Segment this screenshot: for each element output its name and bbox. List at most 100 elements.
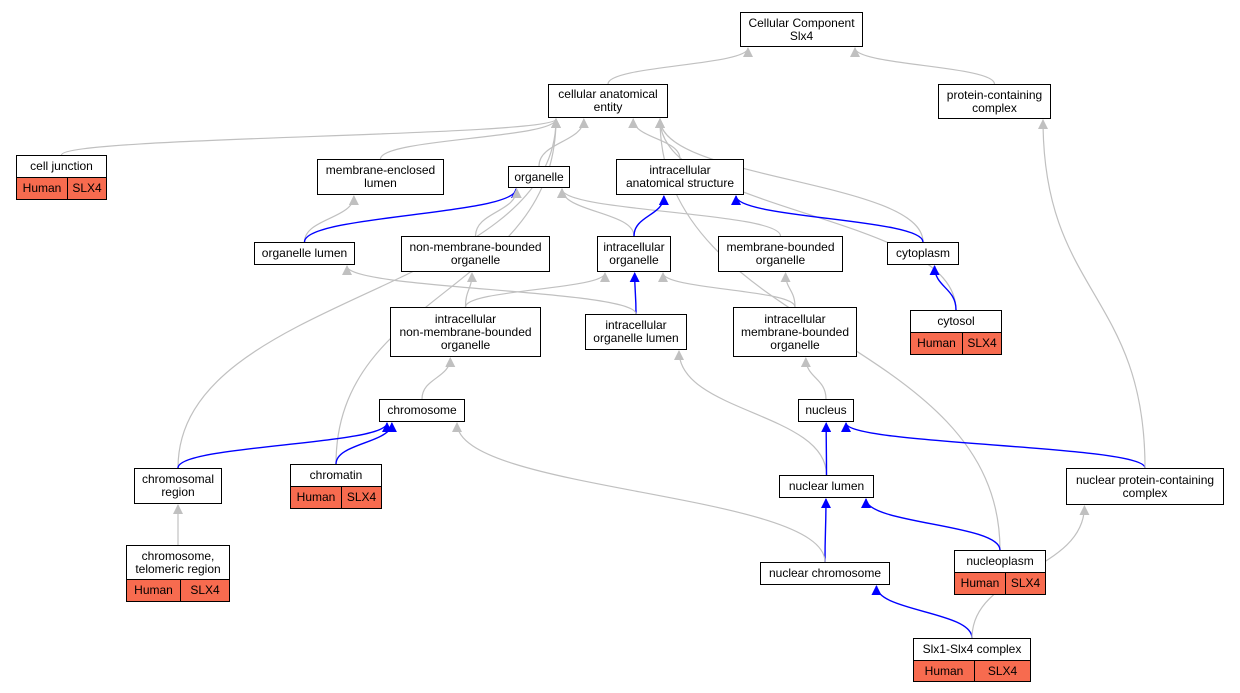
term-label: nucleoplasm xyxy=(955,551,1045,573)
annotation-species-cell: Human xyxy=(127,580,180,601)
term-node-nuc[interactable]: nucleus xyxy=(798,399,854,422)
term-label: Cellular Component Slx4 xyxy=(748,15,855,43)
term-label: intracellular anatomical structure xyxy=(625,163,735,190)
edge-chrreg-to-chr xyxy=(177,422,392,469)
term-label: Slx1-Slx4 complex xyxy=(914,639,1030,661)
edge-ol-to-mel xyxy=(303,195,359,243)
annotation-gene-cell: SLX4 xyxy=(962,333,1001,354)
term-node-io[interactable]: intracellular organelle xyxy=(597,236,671,272)
term-label: membrane-enclosed lumen xyxy=(325,163,436,190)
annotation-species-cell: Human xyxy=(955,573,1005,594)
edge-nmbo-to-org xyxy=(474,188,522,237)
edge-pcc-to-root xyxy=(850,47,996,85)
term-node-org[interactable]: organelle xyxy=(508,166,570,188)
annotation-species-cell: Human xyxy=(911,333,962,354)
term-label: chromosomal region xyxy=(141,472,215,499)
annotation-species-cell: Human xyxy=(291,487,341,508)
edge-mbo-to-org xyxy=(557,188,782,237)
term-node-mel[interactable]: membrane-enclosed lumen xyxy=(317,159,444,195)
term-label: intracellular membrane-bounded organelle xyxy=(740,311,850,352)
edge-nchr-to-chr xyxy=(452,422,826,563)
edge-imbo-to-mbo xyxy=(780,272,796,308)
edge-npcc-to-pcc xyxy=(1038,119,1146,469)
term-label: chromosome, telomeric region xyxy=(127,546,229,580)
term-label: protein-containing complex xyxy=(946,87,1043,115)
term-label: chromatin xyxy=(291,465,381,487)
edge-io-to-ias xyxy=(633,195,669,237)
edge-inmbo-to-nmbo xyxy=(464,272,477,308)
edge-cytosol-to-cyto xyxy=(929,265,957,311)
annotation-gene-cell: SLX4 xyxy=(341,487,381,508)
term-node-cae[interactable]: cellular anatomical entity xyxy=(548,84,668,118)
edge-chromatin-to-chr xyxy=(335,422,397,465)
term-label: nuclear lumen xyxy=(788,479,865,493)
term-node-ias[interactable]: intracellular anatomical structure xyxy=(616,159,744,195)
term-label: cytoplasm xyxy=(895,246,951,260)
edge-iol-to-ol xyxy=(342,265,637,315)
edge-ol-to-org xyxy=(303,188,521,243)
edge-slx-to-nchr xyxy=(871,585,973,639)
term-node-ol[interactable]: organelle lumen xyxy=(254,242,355,265)
edge-inmbo-to-io xyxy=(464,272,610,308)
term-label: nuclear chromosome xyxy=(768,566,882,580)
annotation-gene-cell: SLX4 xyxy=(974,661,1030,681)
edge-io-to-org xyxy=(557,188,635,237)
term-node-imbo[interactable]: intracellular membrane-bounded organelle xyxy=(733,307,857,357)
edge-nl-to-iol xyxy=(674,350,828,476)
term-node-nchr[interactable]: nuclear chromosome xyxy=(760,562,890,585)
edge-cytosol-to-cae xyxy=(655,118,957,311)
term-label: intracellular organelle lumen xyxy=(593,318,679,345)
term-label: chromosome xyxy=(387,403,457,417)
edge-cyto-to-cae xyxy=(655,118,924,243)
term-node-chrreg[interactable]: chromosomal region xyxy=(134,468,222,504)
edge-cae-to-root xyxy=(607,47,753,85)
annotation-gene-cell: SLX4 xyxy=(67,178,106,199)
term-node-nl[interactable]: nuclear lumen xyxy=(779,475,874,498)
term-node-root[interactable]: Cellular Component Slx4 xyxy=(740,12,863,47)
edge-cj-to-cae xyxy=(60,118,561,156)
annotation-species-cell: Human xyxy=(17,178,67,199)
edge-iol-to-io xyxy=(629,272,640,315)
edge-npcc-to-nuc xyxy=(841,422,1146,469)
edge-chr-to-inmbo xyxy=(421,357,456,400)
term-node-nmbo[interactable]: non-membrane-bounded organelle xyxy=(401,236,550,272)
term-label: cell junction xyxy=(17,156,106,178)
term-node-cyto[interactable]: cytoplasm xyxy=(887,242,959,265)
edge-ias-to-cae xyxy=(628,118,681,160)
edge-nuc-to-imbo xyxy=(800,357,827,400)
term-node-chr[interactable]: chromosome xyxy=(379,399,465,422)
term-label: cytosol xyxy=(911,311,1001,333)
annotation-species-cell: Human xyxy=(914,661,974,681)
edge-nchr-to-nl xyxy=(820,498,831,563)
term-label: organelle xyxy=(514,169,564,184)
term-label: cellular anatomical entity xyxy=(558,87,658,114)
term-label: nucleus xyxy=(805,403,847,417)
edge-cyto-to-ias xyxy=(731,195,924,243)
term-node-pcc[interactable]: protein-containing complex xyxy=(938,84,1051,119)
term-node-inmbo[interactable]: intracellular non-membrane-bounded organ… xyxy=(390,307,541,357)
term-label: organelle lumen xyxy=(261,246,348,260)
term-node-npcc[interactable]: nuclear protein-containing complex xyxy=(1066,468,1224,505)
term-node-iol[interactable]: intracellular organelle lumen xyxy=(585,314,687,350)
edge-imbo-to-io xyxy=(658,272,796,308)
edge-mel-to-cae xyxy=(379,118,561,160)
edge-nucleoplasm-to-nl xyxy=(861,498,1001,551)
term-label: intracellular organelle xyxy=(603,240,665,267)
annotation-gene-cell: SLX4 xyxy=(1005,573,1045,594)
term-node-mbo[interactable]: membrane-bounded organelle xyxy=(718,236,843,272)
annotation-gene-cell: SLX4 xyxy=(180,580,229,601)
